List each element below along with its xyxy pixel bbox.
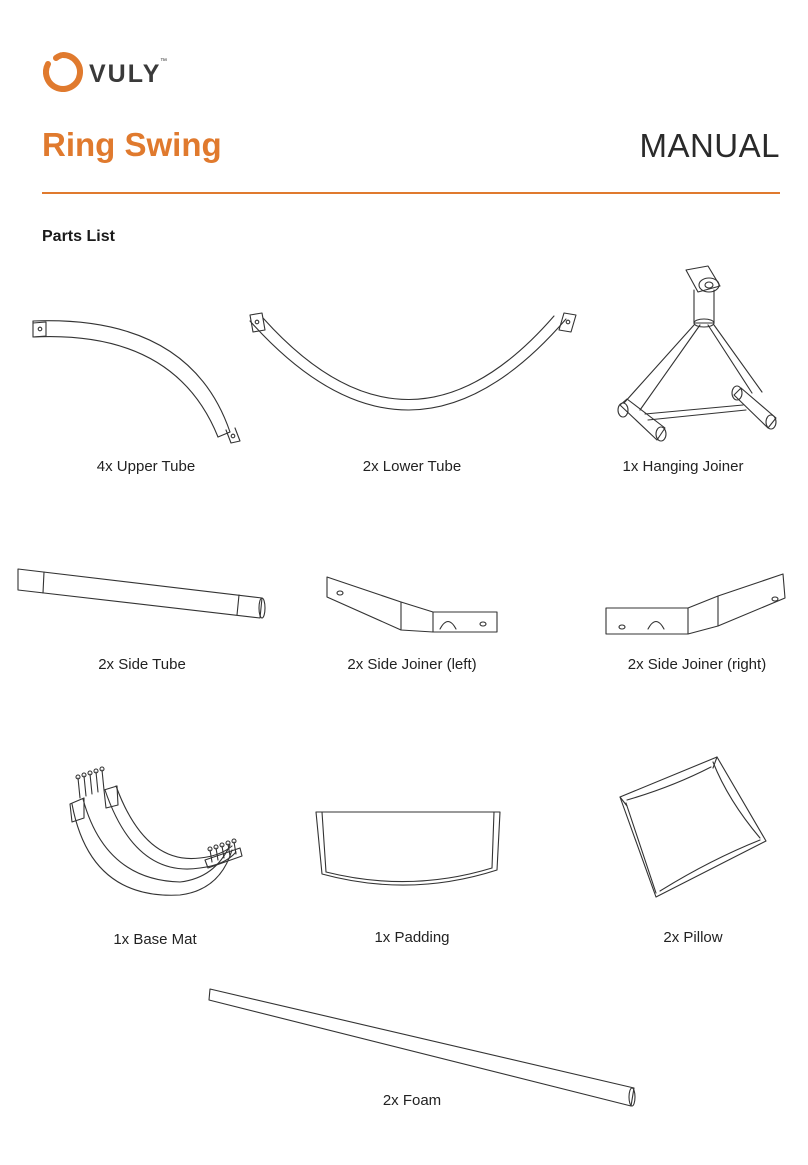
part-label-hanging-joiner: 1x Hanging Joiner: [622, 458, 744, 475]
upper-tube-illustration: [32, 320, 241, 444]
foam-illustration: [208, 988, 636, 1107]
side-tube-illustration: [17, 568, 266, 619]
vuly-logo: VULY ™: [43, 52, 183, 92]
brand-name: VULY: [89, 60, 162, 88]
part-label-pillow: 2x Pillow: [663, 929, 723, 946]
base-mat-illustration: [69, 766, 243, 896]
padding-illustration: [315, 811, 501, 886]
section-title: Parts List: [42, 228, 115, 245]
hanging-joiner-illustration: [617, 265, 777, 442]
document-type: MANUAL: [639, 127, 780, 164]
vuly-logo-mark: [43, 52, 83, 92]
part-label-side-joiner-left: 2x Side Joiner (left): [347, 656, 477, 673]
part-label-base-mat: 1x Base Mat: [113, 931, 197, 948]
lower-tube-illustration: [249, 312, 577, 411]
header-divider: [42, 192, 780, 194]
part-label-foam: 2x Foam: [382, 1092, 442, 1109]
side-joiner-left-illustration: [326, 576, 498, 633]
part-label-side-joiner-right: 2x Side Joiner (right): [627, 656, 767, 673]
part-label-upper-tube: 4x Upper Tube: [96, 458, 196, 475]
pillow-illustration: [619, 756, 767, 898]
part-label-lower-tube: 2x Lower Tube: [362, 458, 462, 475]
part-label-side-tube: 2x Side Tube: [98, 656, 186, 673]
page-title: Ring Swing: [42, 126, 222, 163]
side-joiner-right-illustration: [605, 573, 786, 635]
brand-trademark: ™: [160, 58, 167, 65]
part-label-padding: 1x Padding: [374, 929, 450, 946]
